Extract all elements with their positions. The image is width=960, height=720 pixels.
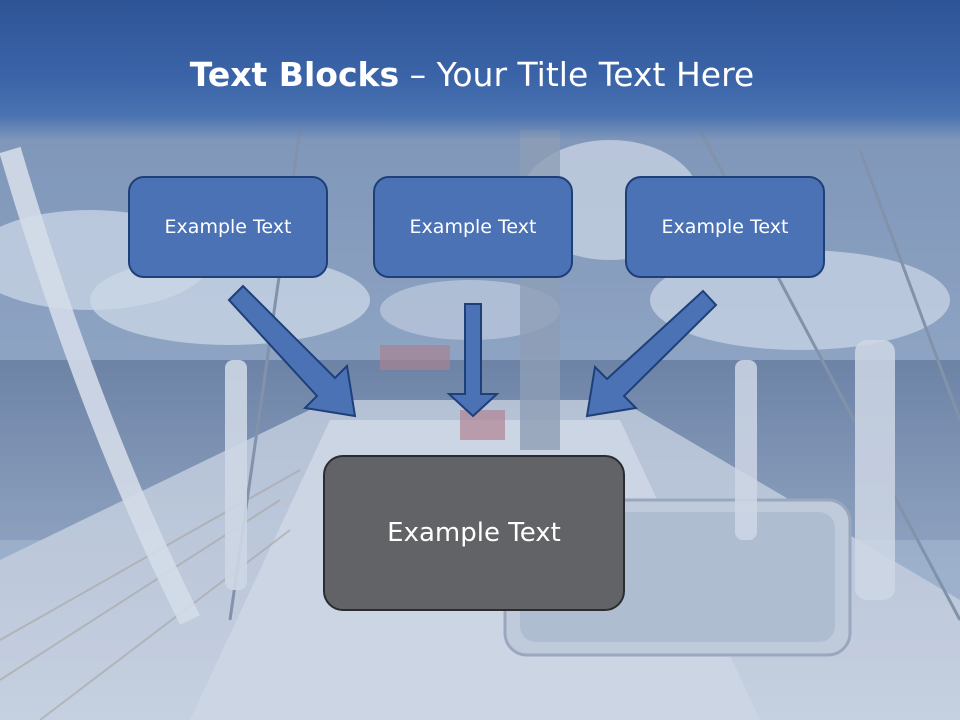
text-block-bottom[interactable]: Example Text xyxy=(323,455,625,611)
text-block-bottom-label: Example Text xyxy=(387,518,561,548)
arrow-left-to-bottom xyxy=(227,284,357,418)
title-dash: – xyxy=(409,55,427,94)
arrow-right-to-bottom xyxy=(585,289,718,418)
title-rest: Your Title Text Here xyxy=(436,55,755,94)
title-bold: Text Blocks xyxy=(189,55,400,94)
text-block-left-label: Example Text xyxy=(164,216,292,238)
text-block-center-label: Example Text xyxy=(409,216,537,238)
slide-title: Text Blocks – Your Title Text Here xyxy=(0,52,944,98)
text-block-left[interactable]: Example Text xyxy=(128,176,328,278)
title-band xyxy=(0,0,960,140)
text-block-right[interactable]: Example Text xyxy=(625,176,825,278)
arrow-center-to-bottom xyxy=(446,303,500,418)
text-block-right-label: Example Text xyxy=(661,216,789,238)
text-block-center[interactable]: Example Text xyxy=(373,176,573,278)
